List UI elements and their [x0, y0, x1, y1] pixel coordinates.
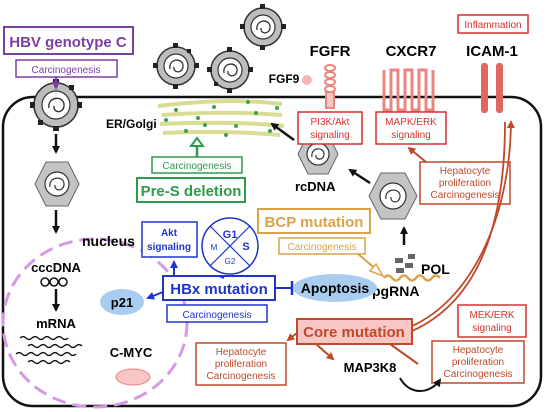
akt-line2: signaling — [147, 242, 191, 253]
cycle-s: S — [242, 241, 249, 253]
fgf9-ligand — [302, 75, 312, 85]
cell-cycle-wheel: G1 S G2 M — [201, 217, 259, 275]
apoptosis-label: Apoptosis — [301, 280, 370, 296]
nucleus-label: nucleus — [82, 233, 135, 249]
er-golgi — [157, 99, 285, 137]
icam-receptor — [481, 63, 503, 113]
hep-map3k8-line1: Hepatocyte — [453, 345, 504, 356]
bcp-label: BCP mutation — [265, 214, 364, 231]
hbv-virion — [207, 47, 253, 93]
core-to-map3k8-line — [389, 343, 419, 365]
hep-cxcr7-line1: Hepatocyte — [440, 166, 491, 177]
core-to-hep-arrow — [286, 332, 298, 342]
mapk-line2: signaling — [391, 130, 430, 141]
rcdna-to-er-arrow — [270, 122, 295, 142]
mek-line2: signaling — [472, 323, 511, 334]
capsid-to-rcdna-arrow — [348, 168, 371, 185]
bcp-arrowhead — [368, 262, 385, 278]
bcp-carcinogenesis-label: Carcinogenesis — [288, 242, 357, 253]
genotype-carcinogenesis-box — [15, 59, 118, 78]
genotype-carcinogenesis-label: Carcinogenesis — [32, 65, 101, 76]
akt-box — [141, 221, 198, 258]
hep-core-line3: Carcinogenesis — [207, 371, 276, 382]
fgfr-label: FGFR — [310, 43, 351, 60]
mek-box — [457, 304, 527, 338]
pi3k-line1: PI3K/Akt — [311, 117, 350, 128]
cccdna-rings — [40, 277, 68, 287]
core-to-map3k8-arrow — [315, 343, 335, 361]
core-to-icam-curve-2 — [411, 121, 506, 332]
akt-line1: Akt — [161, 228, 178, 239]
pres-arrowhead — [189, 136, 205, 147]
map3k8-curve-arrow — [399, 377, 442, 392]
cmyc-label: C-MYC — [110, 345, 153, 360]
inflammation-label: Inflammation — [464, 20, 521, 31]
cycle-g1: G1 — [223, 229, 238, 241]
hep-cxcr7-line2: proliferation — [439, 178, 491, 189]
hbv-virion — [240, 4, 286, 50]
hbx-carcinogenesis-box — [166, 304, 268, 323]
mapk-box — [375, 111, 447, 145]
genotype-label: HBV genotype C — [9, 34, 127, 51]
hep-core-box — [195, 342, 287, 386]
cycle-m: M — [211, 243, 218, 252]
nuclear-capsid — [34, 161, 80, 207]
bcp-box — [257, 208, 371, 234]
er-golgi-label: ER/Golgi — [106, 117, 157, 131]
hbx-carcinogenesis-label: Carcinogenesis — [183, 310, 252, 321]
capsid-pgrna — [368, 172, 418, 220]
hbx-mutation-label: HBx mutation — [170, 281, 268, 298]
fgfr-receptor — [324, 64, 336, 109]
cmyc-protein — [115, 368, 151, 386]
hep-cxcr7-line3: Carcinogenesis — [431, 190, 500, 201]
mrna-label: mRNA — [36, 316, 76, 331]
pi3k-line2: signaling — [310, 130, 349, 141]
pol-label: POL — [421, 261, 450, 277]
core-to-icam-curve — [411, 120, 515, 327]
hep-core-line1: Hepatocyte — [216, 347, 267, 358]
pol-proteins — [395, 254, 415, 273]
hep-cxcr7-box — [419, 161, 511, 205]
hbv-virion — [153, 43, 199, 89]
rcdna-label: rcDNA — [295, 179, 336, 194]
mrna-strands — [15, 335, 83, 365]
apoptosis-blob — [293, 274, 377, 302]
inflammation-box — [457, 14, 529, 34]
bcp-carcinogenesis-box — [278, 237, 366, 255]
cxcr7-receptor — [382, 68, 435, 112]
pgrna-strand — [383, 274, 441, 282]
fgf9-label: FGF9 — [269, 72, 300, 86]
hep-core-line2: proliferation — [215, 359, 267, 370]
hbx-to-p21-arrow — [146, 291, 164, 300]
mek-line1: MEK/ERK — [469, 310, 514, 321]
pres-carcinogenesis-label: Carcinogenesis — [163, 161, 232, 172]
pi3k-box — [297, 111, 363, 145]
cccdna-label: cccDNA — [31, 260, 81, 275]
cxcr7-label: CXCR7 — [386, 43, 437, 60]
mapk-line1: MAPK/ERK — [385, 117, 437, 128]
core-mutation-box — [296, 318, 413, 345]
hep-to-mapk-arrow — [407, 146, 427, 163]
nucleus-boundary — [1, 237, 189, 409]
pres-deletion-label: Pre-S deletion — [141, 183, 242, 200]
p21-blob — [100, 289, 144, 315]
cycle-g2: G2 — [225, 257, 236, 266]
pgrna-label: pgRNA — [372, 283, 419, 299]
genotype-box — [3, 26, 134, 55]
hep-map3k8-line2: proliferation — [452, 357, 504, 368]
hbx-to-cycle-line — [218, 275, 225, 279]
pres-deletion-box — [136, 177, 246, 203]
icam-label: ICAM-1 — [466, 43, 518, 60]
map3k8-label: MAP3K8 — [344, 360, 397, 375]
core-mutation-label: Core mutation — [303, 324, 405, 341]
hep-map3k8-box — [431, 340, 525, 384]
hep-map3k8-line3: Carcinogenesis — [444, 369, 513, 380]
p21-label: p21 — [111, 295, 133, 310]
